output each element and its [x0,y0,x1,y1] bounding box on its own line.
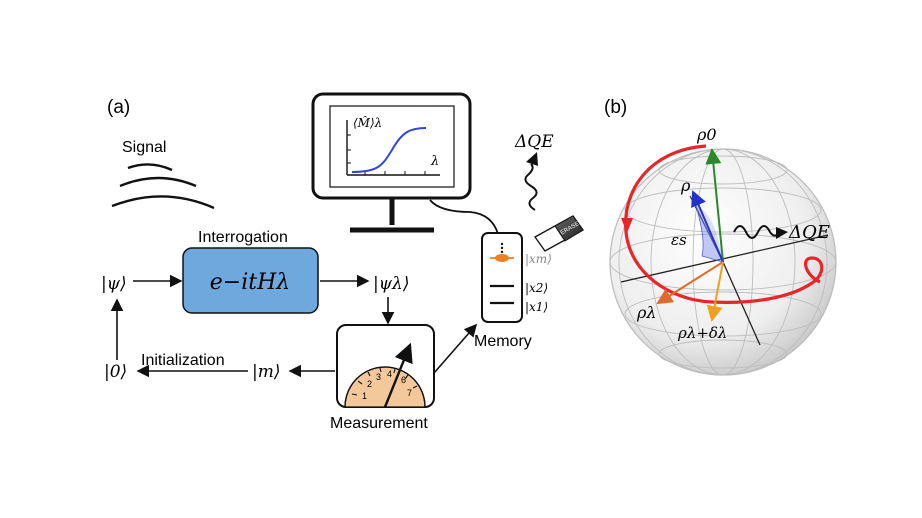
heat-wave-icon [524,163,538,211]
dial-number: 1 [362,391,367,401]
plot-y-label: ⟨M̂⟩λ [353,115,382,130]
vector-rho-lambda-dl [706,261,724,322]
state-trajectory [624,144,824,304]
initialization-label: Initialization [141,352,225,369]
interrogation-label: Interrogation [198,229,288,246]
delta-q-label: ΔQE [514,132,554,152]
dial-number: 3 [376,372,381,382]
memory-state-dot [495,254,509,262]
dial-number: 2 [367,379,372,389]
memory-label: Memory [474,333,532,350]
vector-rho0 [705,148,724,263]
ket-psi: |ψ⟩ [101,274,127,294]
rho-lambda-label: ρλ [636,303,657,322]
dial-number: 6 [401,375,406,385]
panel-a-label: (a) [107,97,130,118]
memory-level-x1: |x1⟩ [525,300,548,314]
rho-label: ρ [680,176,691,195]
response-curve [351,127,427,173]
rho0-label: ρ0 [696,125,717,144]
ket-m: |m⟩ [252,362,280,382]
dial-number: 4 [387,369,392,379]
ket-psi-lambda: |ψλ⟩ [373,274,409,294]
memory-level-xm: |xm⟩ [525,252,552,266]
arrow-meter-to-memory [433,323,478,374]
meter-needle [383,342,413,408]
signal-waves-icon [111,163,215,210]
vector-rho [691,190,724,263]
panel-b-label: (b) [604,97,627,118]
ket-zero: |0⟩ [104,362,127,382]
trajectory-arrowhead [621,218,633,233]
interrogation-box [182,247,319,314]
heat-wave-b-icon [733,225,779,239]
dial-number: 7 [407,388,412,398]
memory-level-x2: |x2⟩ [525,281,548,295]
unitary-operator: e−itHλ [210,270,290,295]
bloch-sphere [609,144,837,376]
measurement-label: Measurement [330,415,428,432]
memory-device-icon [481,232,523,323]
rho-lambda-dl-label: ρλ+δλ [677,324,727,342]
vector-rho-lambda [656,261,724,305]
eraser-icon: ERASER [534,215,585,252]
epsilon-label: εs [671,231,687,249]
heat-arrowhead [526,152,538,166]
measurement-meter-icon: 1 2 3 4 6 7 [336,324,435,408]
delta-q-b-label: ΔQE [788,222,830,243]
monitor-icon [311,92,499,235]
signal-label: Signal [122,139,166,156]
plot-x-label: λ [430,154,439,169]
